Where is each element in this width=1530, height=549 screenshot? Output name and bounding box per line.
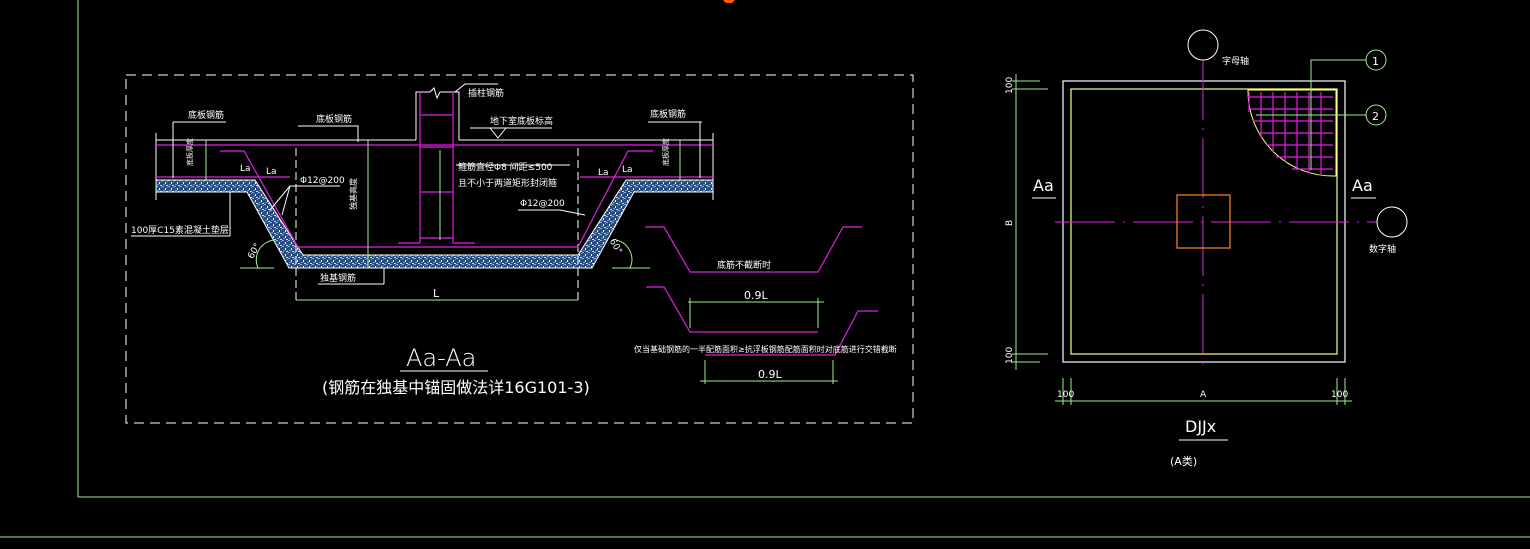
section-boundary — [125, 74, 914, 424]
label-angle-left: 60° — [246, 242, 263, 261]
label-anchor-left-1: La — [240, 164, 251, 174]
section-mark-right: Aa — [1352, 176, 1373, 195]
drawing-frame — [0, 0, 1530, 538]
callout-leaders — [1256, 49, 1387, 170]
dim-B: B — [1005, 220, 1015, 226]
label-anchor-left-2: La — [266, 167, 277, 177]
section-mark-left: Aa — [1033, 176, 1054, 195]
label-column-rebar: 插柱钢筋 — [468, 87, 504, 99]
dim-A: A — [1200, 390, 1207, 400]
label-rebar-spec-left: Φ12@200 — [300, 176, 345, 186]
axis-centerlines — [1055, 60, 1377, 370]
leader-lines — [131, 83, 702, 285]
label-bottom-rebar-mid: 底板钢筋 — [316, 113, 352, 125]
dim-09L-upper: 0.9L — [744, 289, 768, 302]
slab-outline — [155, 87, 714, 300]
foundation-outline — [1063, 81, 1345, 202]
axis-letter-label: 字母轴 — [1222, 55, 1249, 67]
detail-rebar-lines — [645, 226, 878, 356]
label-bottom-rebar-right: 底板钢筋 — [650, 108, 686, 120]
note-staggered-cut: 仅当基础钢筋的一半配筋面积≥抗浮板钢筋配筋面积时对底筋进行交错截断 — [634, 344, 897, 354]
cursor-mark — [723, 0, 735, 3]
note-no-cut: 底筋不截断时 — [717, 259, 771, 271]
axis-number-bubble — [1376, 206, 1408, 238]
dim-top-100: 100 — [1005, 77, 1015, 94]
label-angle-right: 60° — [607, 237, 624, 256]
dimension-lines — [205, 140, 681, 301]
concrete-foundation — [155, 179, 714, 269]
label-foundation-rebar: 独基钢筋 — [320, 272, 356, 284]
column-rebar — [398, 92, 475, 244]
bottom-rebar — [156, 144, 713, 248]
axis-letter-bubble — [1187, 29, 1219, 61]
dim-left-100: 100 — [1057, 390, 1074, 400]
callout-2: 2 — [1372, 110, 1379, 123]
axis-number-label: 数字轴 — [1369, 243, 1396, 255]
dim-bottom-100: 100 — [1005, 347, 1015, 364]
section-title: Aa-Aa — [406, 344, 476, 372]
column-outline — [1176, 194, 1231, 249]
label-plate-thickness-left: 底板厚度 — [185, 138, 194, 166]
label-plate-thickness-right: 底板厚度 — [661, 138, 670, 166]
label-rebar-spec-right: Φ12@200 — [520, 199, 565, 209]
label-stirrup-note-2: 且不小于两道矩形封闭箍 — [458, 177, 557, 189]
detail-view[interactable]: 底筋不截断时 0.9L 仅当基础钢筋的一半配筋面积≥抗浮板钢筋配筋面积时对底筋进… — [634, 226, 897, 384]
plan-view[interactable]: 字母轴 数字轴 Aa Aa 1 2 100 — [1005, 29, 1408, 468]
label-dim-L: L — [433, 287, 440, 300]
label-cushion: 100厚C15素混凝土垫层 — [131, 224, 229, 236]
dim-right-100: 100 — [1331, 390, 1348, 400]
label-anchor-right-2: La — [622, 165, 633, 175]
label-anchor-right-1: La — [598, 168, 609, 178]
plan-dim-lines — [1012, 74, 1352, 405]
section-subtitle: (钢筋在独基中锚固做法详16G101-3) — [322, 378, 590, 397]
plan-title: DJJx — [1185, 417, 1216, 436]
dim-09L-lower: 0.9L — [758, 368, 782, 381]
label-bottom-rebar-left: 底板钢筋 — [188, 109, 224, 121]
section-view[interactable]: 底板钢筋 底板钢筋 底板钢筋 插柱钢筋 地下室底板标高 箍筋直径Φ8 间距≤50… — [125, 74, 914, 424]
rebar-mesh — [1247, 89, 1337, 177]
plan-subtitle: (A类) — [1170, 454, 1197, 468]
callout-1: 1 — [1372, 55, 1379, 68]
detail-dim-lines — [688, 298, 838, 384]
label-basement-level: 地下室底板标高 — [490, 115, 553, 127]
label-stirrup-note-1: 箍筋直径Φ8 间距≤500 — [458, 161, 553, 173]
label-foundation-depth: 独基高度 — [348, 178, 358, 210]
